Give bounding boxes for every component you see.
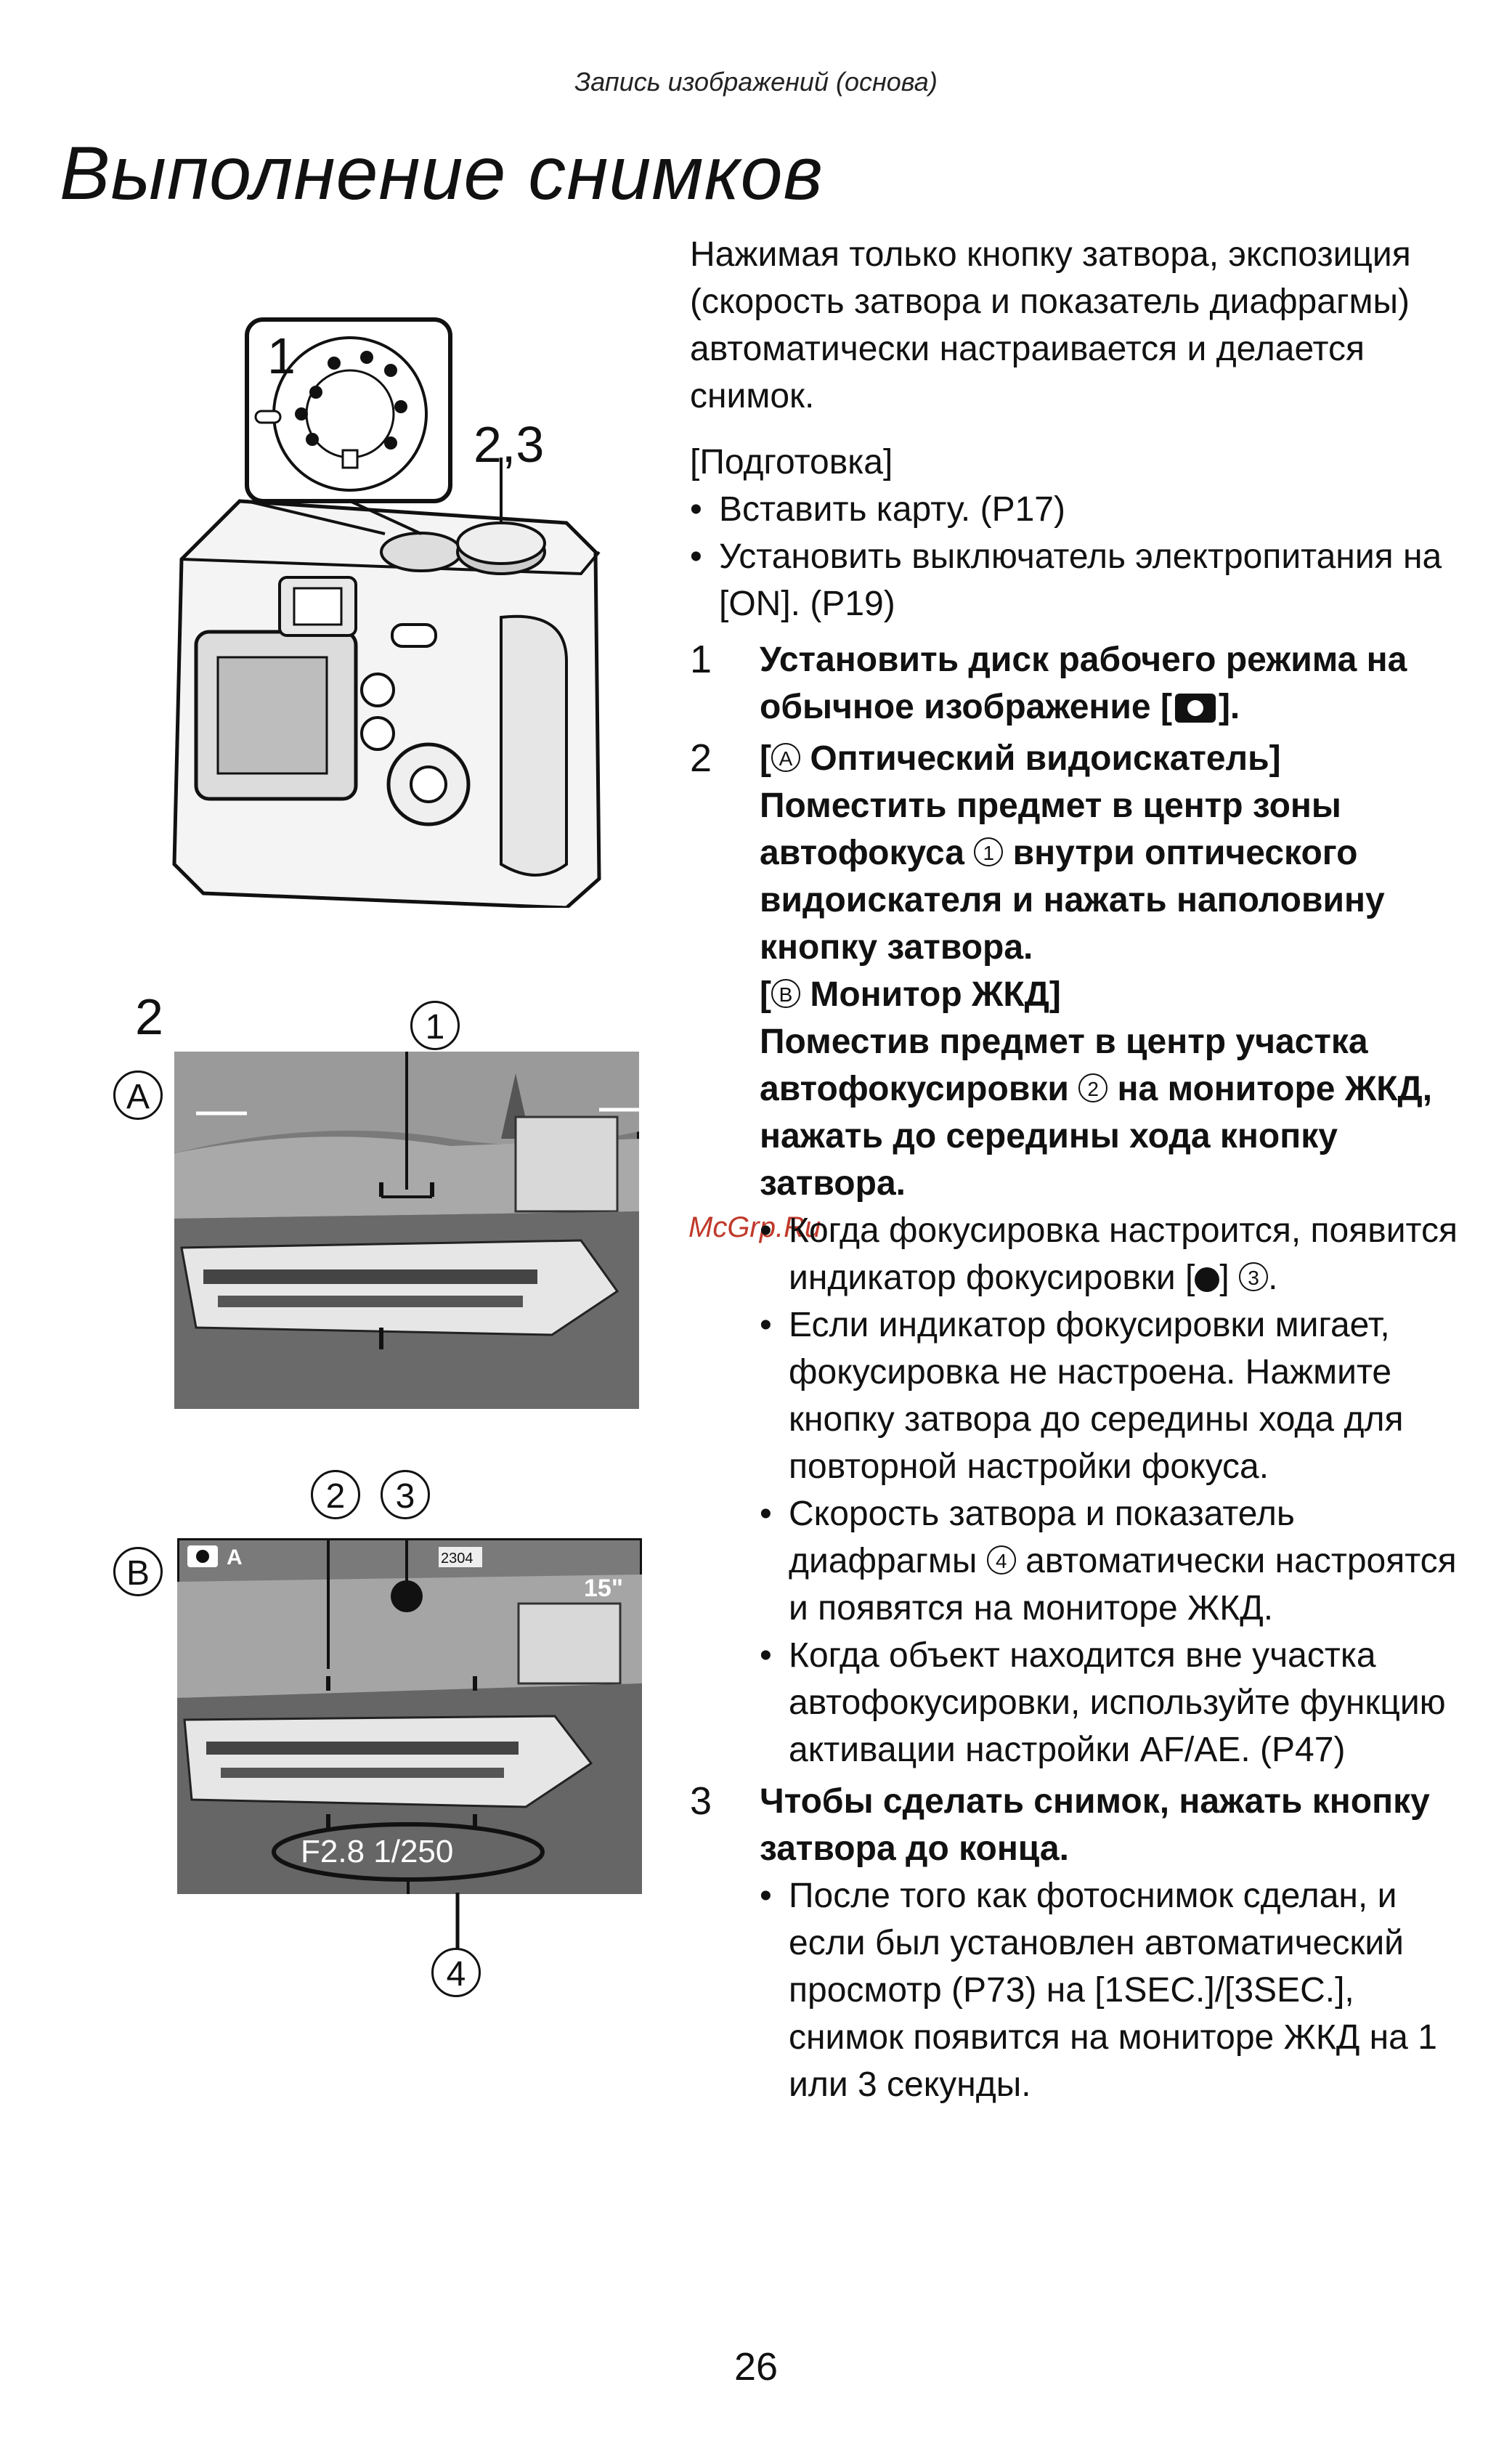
prep-item: Вставить карту. (P17) <box>690 486 1460 533</box>
callout-1: 1 <box>410 1001 460 1050</box>
bullet: Скорость затвора и показатель диафрагмы … <box>760 1490 1460 1632</box>
prep-heading: [Подготовка] <box>690 443 893 482</box>
viewfinder-image <box>174 1052 639 1409</box>
step-2: 2 [A Оптический видоискатель] Поместить … <box>690 735 1460 1773</box>
step-2b-text-cont: на мониторе ЖКД, нажать до середины хода… <box>760 1070 1433 1203</box>
callout-2: 2 <box>311 1470 360 1519</box>
step-2a-text-cont: внутри оптического видоискателя и нажать… <box>760 834 1385 967</box>
bullet-text: . <box>1268 1259 1278 1297</box>
step-number: 1 <box>690 638 712 681</box>
camera-illustration <box>172 317 601 908</box>
step-2b-text: Поместив предмет в центр участка автофок… <box>760 1023 1368 1108</box>
step-3-text: Чтобы сделать снимок, нажать кнопку затв… <box>760 1782 1430 1868</box>
bullet: Когда фокусировка настроится, появится и… <box>760 1207 1460 1301</box>
bullet: Когда объект находится вне участка автоф… <box>760 1632 1460 1773</box>
lcd-exposure: F2.8 1/250 <box>301 1834 453 1869</box>
intro-paragraph: Нажимая только кнопку затвора, экспозици… <box>690 235 1411 415</box>
tag-a-label: A <box>113 1070 163 1120</box>
step-1: 1 Установить диск рабочего режима на обы… <box>690 636 1460 731</box>
bullet-text: Скорость затвора и показатель диафрагмы <box>789 1495 1295 1580</box>
callout-3: 3 <box>381 1470 430 1519</box>
step-2a-text: Поместить предмет в центр зоны автофокус… <box>760 787 1341 872</box>
bullet-text: ] <box>1219 1259 1229 1297</box>
tag-b-label: B <box>113 1547 163 1596</box>
dial-label: 1 <box>267 328 296 384</box>
camera-mode-icon <box>1174 694 1216 723</box>
step-number: 2 <box>690 736 712 780</box>
section-header: Запись изображений (основа) <box>574 67 938 97</box>
tag-b-icon: B <box>771 979 800 1008</box>
text-column: Нажимая только кнопку затвора, экспозици… <box>690 231 1460 2108</box>
callout-1-icon: 1 <box>974 837 1004 866</box>
callout-2-icon: 2 <box>1078 1073 1108 1102</box>
svg-text:A: A <box>227 1545 243 1569</box>
callout-4-icon: 4 <box>986 1545 1016 1575</box>
bullet-text: Когда фокусировка настроится, появится и… <box>789 1211 1458 1297</box>
focus-dot-icon <box>1195 1267 1220 1292</box>
lcd-image: A 2304 15" F2.8 1/250 <box>177 1538 642 1894</box>
callout-4-line <box>455 1893 460 1949</box>
bullet: После того как фотоснимок сделан, и если… <box>760 1872 1460 2108</box>
tag-a-icon: A <box>771 743 800 772</box>
focus-indicator-dot <box>391 1580 423 1612</box>
callout-4: 4 <box>431 1948 481 1997</box>
prep-item: Установить выключатель электропитания на… <box>690 533 1460 627</box>
bullet: Если индикатор фокусировки мигает, фокус… <box>760 1301 1460 1490</box>
step-1-text-end: ]. <box>1218 688 1240 726</box>
optical-viewfinder-title: Оптический видоискатель] <box>810 739 1281 778</box>
step-1-text: Установить диск рабочего режима на обычн… <box>760 641 1407 726</box>
page-number: 26 <box>733 2345 779 2389</box>
figure-step-label: 2 <box>135 988 163 1045</box>
step-number: 3 <box>690 1779 712 1823</box>
page-title: Выполнение снимков <box>60 131 824 216</box>
lcd-time: 15" <box>584 1575 623 1602</box>
shutter-label: 2,3 <box>473 416 545 473</box>
lcd-monitor-title: Монитор ЖКД] <box>810 975 1061 1014</box>
bullet-text: автоматически настроятся и появятся на м… <box>789 1542 1457 1628</box>
callout-3-icon: 3 <box>1239 1262 1269 1291</box>
lcd-count: 2304 <box>441 1551 473 1567</box>
step-3: 3 Чтобы сделать снимок, нажать кнопку за… <box>690 1778 1460 2108</box>
